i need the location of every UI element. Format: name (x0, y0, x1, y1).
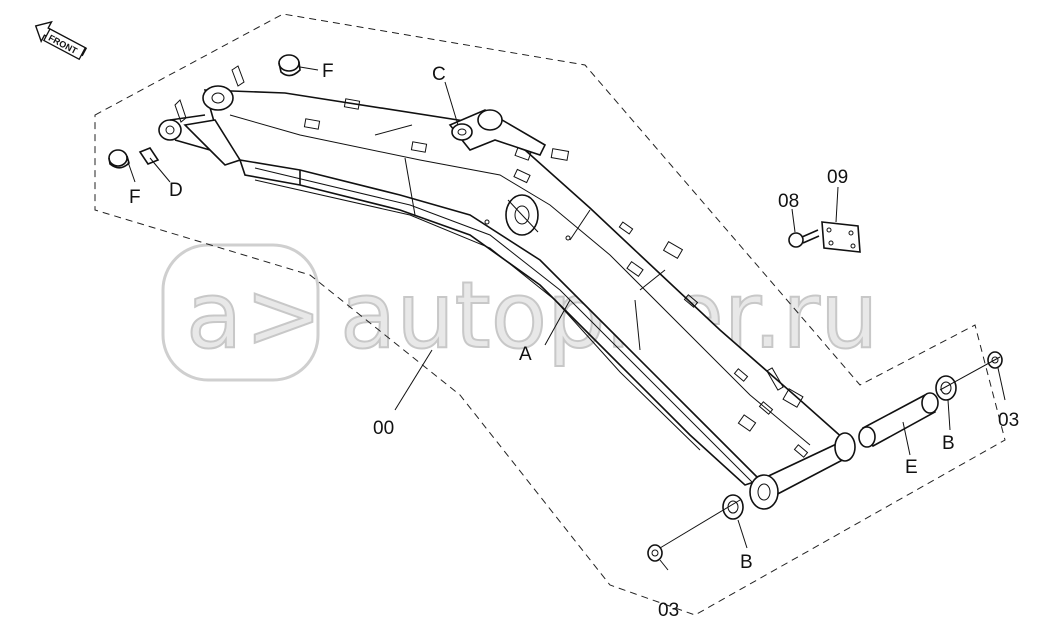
part-labels: F F D C A 00 08 09 B E 03 B 03 (129, 61, 1019, 621)
assembly-boundary-outline (94, 13, 1006, 616)
label-d: D (169, 180, 183, 201)
bushing-f-top (278, 54, 301, 77)
label-f-top: F (322, 61, 334, 82)
label-08: 08 (778, 191, 799, 212)
seal-b-bottom (722, 494, 744, 520)
plate-09 (821, 221, 861, 253)
label-a: A (519, 344, 532, 365)
boom-assembly (158, 65, 856, 510)
label-b-bottom: B (740, 552, 753, 573)
pin-e (858, 392, 939, 448)
seal-b-right (935, 375, 957, 401)
label-03-right: 03 (998, 410, 1019, 431)
front-arrow-icon: FRONT (34, 20, 88, 61)
label-f-left: F (129, 187, 141, 208)
watermark-logo-arrow: > (245, 262, 322, 369)
bushing-f-left (108, 149, 130, 169)
label-c: C (432, 64, 446, 85)
label-e: E (905, 457, 918, 478)
label-b-right: B (942, 433, 955, 454)
plate-d (138, 147, 160, 165)
watermark-logo-a: a (186, 262, 242, 369)
label-09: 09 (827, 167, 848, 188)
bolt-08 (788, 229, 820, 248)
washer-03-bottom (647, 544, 663, 562)
label-03-bottom: 03 (658, 600, 679, 621)
label-00: 00 (373, 418, 394, 439)
leader-lines (127, 66, 1006, 571)
